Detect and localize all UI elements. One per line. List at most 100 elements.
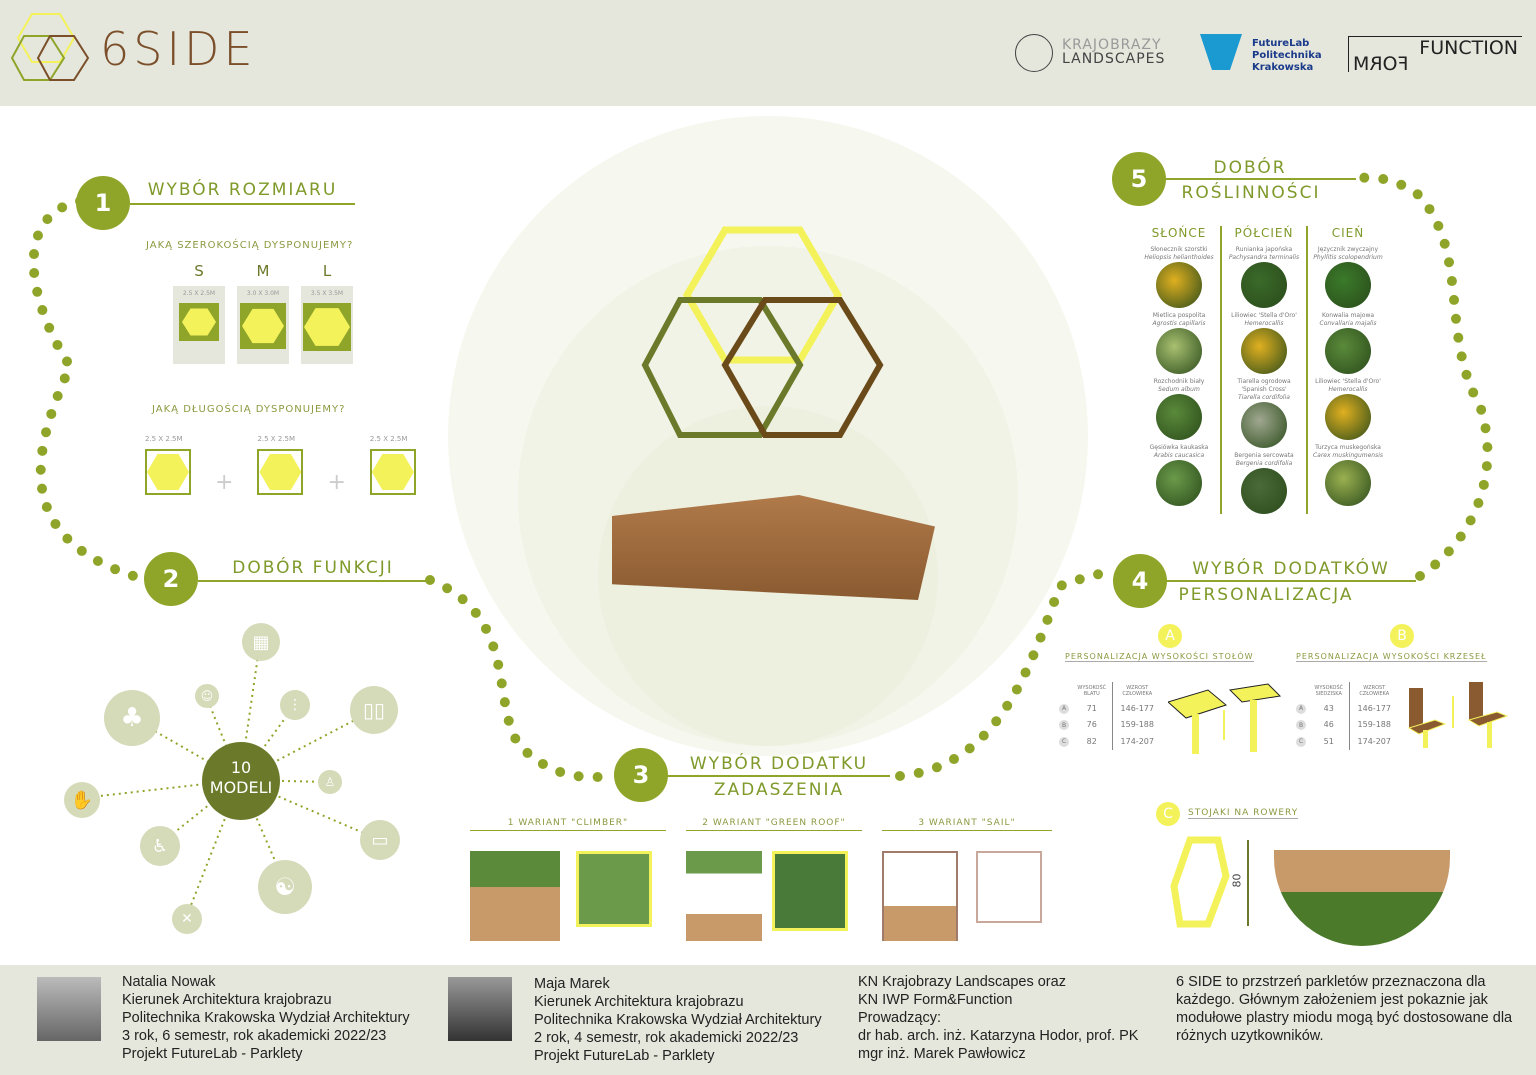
divider bbox=[668, 775, 890, 777]
text-line: Prowadzący: bbox=[858, 1010, 942, 1026]
size-square bbox=[240, 303, 286, 349]
variant-image bbox=[470, 851, 560, 941]
size-option-s[interactable]: S 2.5 X 2.5M bbox=[173, 262, 225, 364]
size-label: S bbox=[194, 262, 204, 280]
size-box: 3.0 X 3.0M bbox=[237, 286, 289, 364]
variant-climber[interactable]: 1 WARIANT "CLIMBER" bbox=[470, 818, 666, 941]
option-b-badge: B bbox=[1390, 624, 1414, 648]
table-header: WZROST CZŁOWIEKA bbox=[1111, 682, 1162, 700]
book-icon[interactable]: ▯▯ bbox=[350, 686, 398, 734]
plant-photo bbox=[1241, 468, 1287, 514]
divider bbox=[198, 580, 428, 582]
hexagon-icon bbox=[259, 454, 302, 490]
variant-label: 2 WARIANT "GREEN ROOF" bbox=[686, 818, 862, 831]
text-line: Projekt FutureLab - Parklety bbox=[122, 1046, 303, 1062]
length-option[interactable]: 2.5 X 2.5M bbox=[145, 435, 191, 495]
laptop-icon[interactable]: ▭ bbox=[360, 820, 400, 860]
variant-green-roof[interactable]: 2 WARIANT "GREEN ROOF" bbox=[686, 818, 862, 941]
step-5-badge: 5 bbox=[1112, 152, 1166, 206]
text-line: Projekt FutureLab - Parklety bbox=[534, 1048, 715, 1064]
cell: 71 bbox=[1086, 703, 1097, 713]
bike-rack-hexagon-icon bbox=[1170, 836, 1230, 928]
size-box: 2.5 X 2.5M bbox=[173, 286, 225, 364]
hexagon-icon bbox=[147, 454, 189, 490]
handshake-icon[interactable]: ✋ bbox=[64, 782, 100, 818]
plant-polish-name: Liliowiec 'Stella d'Oro' bbox=[1315, 378, 1381, 385]
plant-latin-name: Convallaria majalis bbox=[1319, 320, 1377, 327]
plant-polish-name: Słonecznik szorstki bbox=[1150, 246, 1208, 253]
text-line: mgr inż. Marek Pawłowicz bbox=[858, 1046, 1026, 1062]
length-dim: 2.5 X 2.5M bbox=[257, 435, 295, 443]
variant-plan-image bbox=[976, 851, 1042, 923]
row-badge: B bbox=[1059, 720, 1069, 730]
plus-sign: + bbox=[327, 470, 346, 495]
row-badge: A bbox=[1296, 703, 1306, 714]
plant-photo bbox=[1156, 262, 1202, 308]
child-icon[interactable]: ☺ bbox=[195, 684, 219, 708]
person-icon[interactable]: ♙ bbox=[318, 770, 342, 794]
logo-text: LANDSCAPES bbox=[1062, 51, 1166, 67]
step-4-title-line2: PERSONALIZACJA bbox=[1178, 585, 1354, 605]
row-badge: C bbox=[1059, 736, 1069, 747]
plant-photo bbox=[1325, 460, 1371, 506]
plant-icon[interactable]: ♣ bbox=[104, 690, 160, 746]
plant-latin-name: Phyllitis scolopendrium bbox=[1313, 254, 1383, 261]
avatar bbox=[37, 977, 101, 1041]
step-4-title-line1: WYBÓR DODATKÓW bbox=[1192, 559, 1390, 579]
width-question: JAKĄ SZEROKOŚCIĄ DYSPONUJEMY? bbox=[146, 240, 354, 251]
divider bbox=[130, 203, 355, 205]
variant-label: 1 WARIANT "CLIMBER" bbox=[470, 818, 666, 831]
food-icon[interactable]: ✕ bbox=[172, 904, 202, 934]
step-2-badge: 2 bbox=[144, 552, 198, 606]
cell: 43 bbox=[1323, 703, 1334, 713]
plant-column-header: CIEŃ bbox=[1331, 226, 1365, 240]
plant-latin-name: Sedum album bbox=[1158, 386, 1200, 393]
size-dim: 3.5 X 3.5M bbox=[310, 290, 344, 297]
length-box bbox=[257, 449, 304, 495]
game-icon[interactable]: ▦ bbox=[242, 623, 280, 661]
cell: 174-207 bbox=[1348, 733, 1399, 750]
size-dim: 2.5 X 2.5M bbox=[182, 290, 216, 297]
length-option[interactable]: 2.5 X 2.5M bbox=[369, 435, 416, 495]
plant-column-header: SŁOŃCE bbox=[1151, 226, 1207, 240]
step-3-badge: 3 bbox=[614, 748, 668, 802]
step-1-title: WYBÓR ROZMIARU bbox=[147, 180, 338, 200]
plant-polish-name: Runianka japońska bbox=[1235, 246, 1293, 253]
hexagon-icon bbox=[242, 308, 284, 344]
author-name: Maja Marek bbox=[534, 976, 610, 992]
workout-icon[interactable]: ♿ bbox=[140, 826, 180, 866]
length-option[interactable]: 2.5 X 2.5M bbox=[257, 435, 304, 495]
row-badge: C bbox=[1296, 736, 1306, 747]
plant-name: Liliowiec 'Stella d'Oro'Hemerocallis bbox=[1224, 312, 1304, 328]
plant-polish-name: Liliowiec 'Stella d'Oro' bbox=[1231, 312, 1297, 319]
plant-column-header: PÓŁCIEŃ bbox=[1234, 226, 1294, 240]
cell: 76 bbox=[1086, 720, 1097, 730]
plant-photo bbox=[1325, 262, 1371, 308]
height-arrow-icon bbox=[1247, 840, 1249, 926]
plant-polish-name: Rozchodnik biały bbox=[1153, 378, 1205, 385]
footprints-icon[interactable]: ⋮ bbox=[280, 690, 310, 720]
cell: 159-188 bbox=[1348, 716, 1399, 733]
yoga-icon[interactable]: ☯ bbox=[258, 860, 312, 914]
variant-sail[interactable]: 3 WARIANT "SAIL" bbox=[882, 818, 1052, 941]
